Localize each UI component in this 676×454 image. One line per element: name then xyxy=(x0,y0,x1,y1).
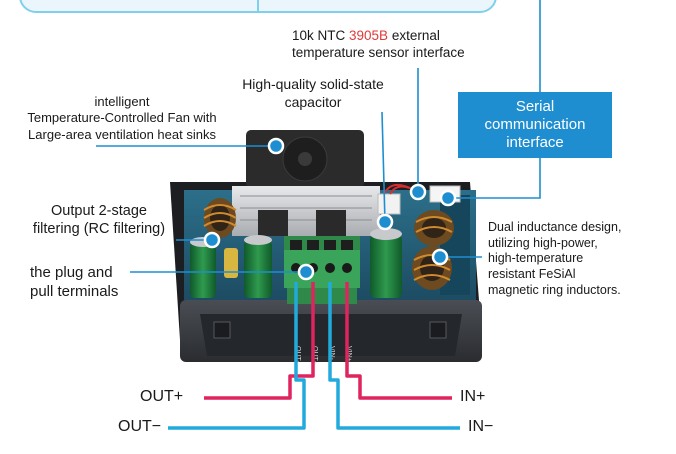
cooling-fan xyxy=(246,130,364,188)
callout-dot-ntc xyxy=(409,183,427,201)
ntc-label: 10k NTC 3905B external temperature senso… xyxy=(292,28,492,62)
inductance-label-line4: resistant FeSiAl xyxy=(488,266,576,281)
inductance-label-line3: high-temperature xyxy=(488,251,584,266)
wire-label-out-minus: OUT− xyxy=(118,418,162,435)
inductance-label: Dual inductance design, utilizing high-p… xyxy=(488,220,674,298)
callout-dot-capacitor xyxy=(376,213,394,231)
callout-dot-terminal xyxy=(297,263,315,281)
wire-label-in-plus: IN+ xyxy=(460,388,486,405)
serial-interface-box: Serial communication interface xyxy=(458,92,612,158)
filter-label-line2: filtering (RC filtering) xyxy=(32,221,166,238)
fan-label-line2: Temperature-Controlled Fan with xyxy=(27,110,217,126)
serial-label-line2: communication xyxy=(484,115,586,133)
leader-serial xyxy=(448,0,541,199)
capacitor-label: High-quality solid-state capacitor xyxy=(228,76,398,111)
mosfet-left xyxy=(258,210,288,236)
capacitor-label-line1: High-quality solid-state xyxy=(242,76,384,92)
fan-label-line3: Large-area ventilation heat sinks xyxy=(28,126,216,142)
terminal-label-line1: the plug and xyxy=(30,264,113,281)
ntc-label-suffix: external xyxy=(388,28,440,43)
fan-label: intelligent Temperature-Controlled Fan w… xyxy=(6,94,238,143)
small-capacitor-yellow xyxy=(224,248,238,278)
mosfet-right xyxy=(316,210,346,236)
capacitor-label-line2: capacitor xyxy=(284,93,342,110)
wire-in-minus xyxy=(328,282,460,430)
wire-out-minus xyxy=(168,282,306,430)
wire-label-out-plus: OUT+ xyxy=(140,388,184,405)
filter-label: Output 2-stage filtering (RC filtering) xyxy=(14,202,184,238)
capacitor-left-b xyxy=(244,235,272,298)
wire-in-plus xyxy=(345,282,452,400)
inductor-right-top xyxy=(414,210,454,246)
ntc-label-line2: temperature sensor interface xyxy=(292,44,465,60)
terminal-label-line2: pull terminals xyxy=(30,282,119,300)
serial-label-line1: Serial xyxy=(515,97,555,115)
inductance-label-line5: magnetic ring inductors. xyxy=(488,282,621,297)
callout-dot-serial xyxy=(439,189,457,207)
ntc-connector xyxy=(377,193,401,215)
inductance-label-line2: utilizing high-power, xyxy=(488,235,598,250)
inductor-left xyxy=(203,198,237,238)
wire-out-plus xyxy=(204,282,315,400)
callout-dot-filter xyxy=(203,231,221,249)
wire-label-in-minus: IN− xyxy=(468,418,494,435)
ntc-label-prefix: 10k NTC xyxy=(292,28,350,43)
ntc-model-number: 3905B xyxy=(349,28,389,43)
terminal-block xyxy=(284,236,360,304)
leader-capacitor xyxy=(381,111,386,223)
heat-sink xyxy=(232,186,380,236)
fan-label-line1: intelligent xyxy=(94,94,150,109)
callout-dot-fan xyxy=(267,137,285,155)
serial-label-line3: interface xyxy=(506,134,564,152)
filter-label-line1: Output 2-stage xyxy=(51,203,147,219)
terminal-label: the plug and pull terminals xyxy=(30,264,160,302)
inductance-label-line1: Dual inductance design, xyxy=(488,220,622,234)
callout-dot-inductor xyxy=(431,248,449,266)
capacitor-right xyxy=(370,228,402,298)
